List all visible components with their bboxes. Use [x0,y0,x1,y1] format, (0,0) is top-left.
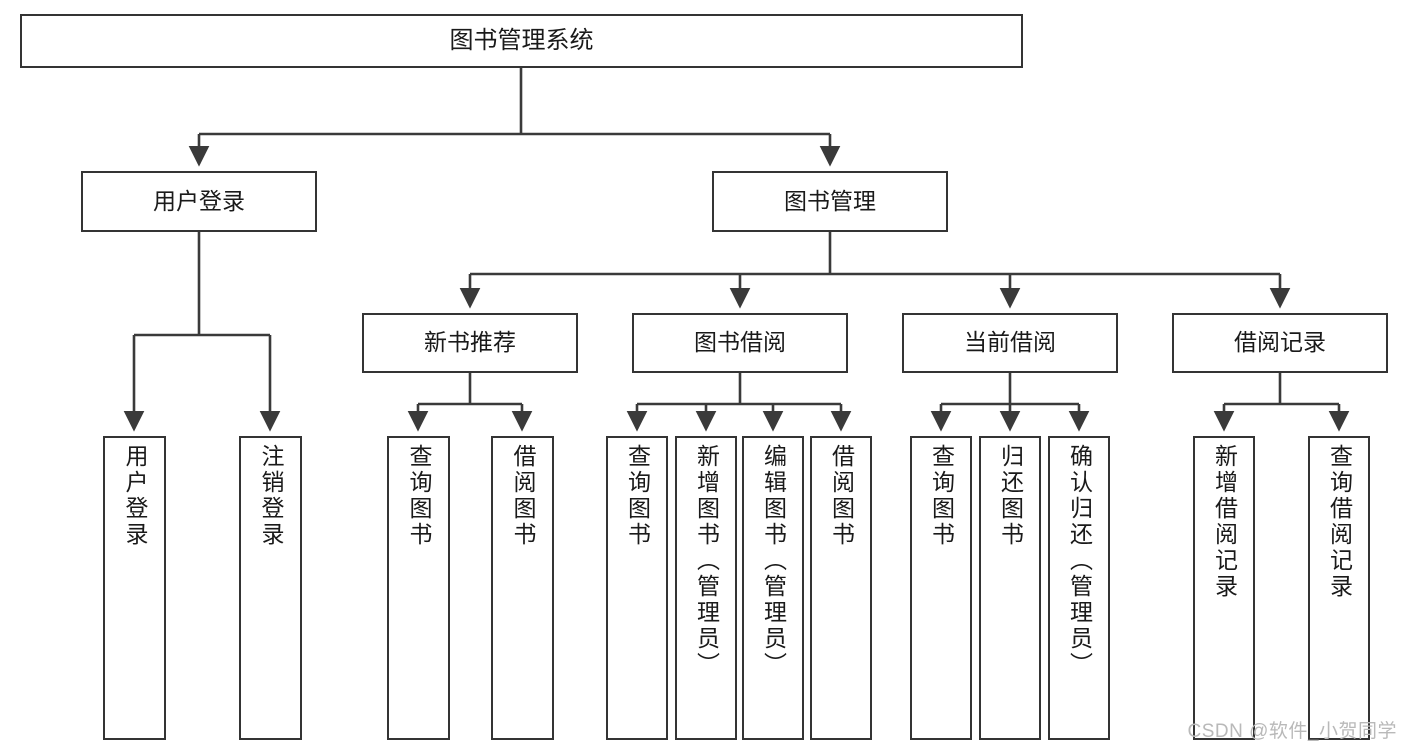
leaf-user-login-login[interactable]: 用户登录 [103,436,166,740]
node-label: 借阅记录 [1234,329,1326,356]
node-label: 新增图书（管理员） [693,444,720,678]
node-label: 查询图书 [928,444,955,548]
node-label: 查询借阅记录 [1326,444,1353,600]
node-label: 查询图书 [624,444,651,548]
node-label: 图书管理系统 [449,26,594,54]
node-borrow-records[interactable]: 借阅记录 [1172,313,1388,373]
node-root-book-management-system[interactable]: 图书管理系统 [20,14,1023,68]
node-current-borrow[interactable]: 当前借阅 [902,313,1118,373]
leaf-book-borrow-query-book[interactable]: 查询图书 [606,436,668,740]
node-label: 图书管理 [784,187,876,214]
leaf-borrow-records-query-record[interactable]: 查询借阅记录 [1308,436,1370,740]
node-book-management[interactable]: 图书管理 [712,171,948,232]
node-label: 确认归还（管理员） [1066,444,1093,678]
node-label: 用户登录 [122,444,148,548]
node-label: 图书借阅 [694,329,786,356]
leaf-book-borrow-add-book-admin[interactable]: 新增图书（管理员） [675,436,737,740]
node-label: 查询图书 [406,444,432,548]
node-user-login[interactable]: 用户登录 [81,171,317,232]
node-book-borrow[interactable]: 图书借阅 [632,313,848,373]
leaf-current-borrow-query-book[interactable]: 查询图书 [910,436,972,740]
leaf-current-borrow-return-book[interactable]: 归还图书 [979,436,1041,740]
node-label: 用户登录 [153,187,245,214]
leaf-user-login-logout[interactable]: 注销登录 [239,436,302,740]
leaf-borrow-records-add-record[interactable]: 新增借阅记录 [1193,436,1255,740]
node-label: 编辑图书（管理员） [760,444,787,678]
node-label: 当前借阅 [964,329,1056,356]
leaf-new-book-query-book[interactable]: 查询图书 [387,436,450,740]
node-label: 新增借阅记录 [1211,444,1238,600]
node-label: 借阅图书 [828,444,855,548]
node-label: 归还图书 [997,444,1024,548]
node-label: 新书推荐 [424,329,516,356]
leaf-book-borrow-borrow-book[interactable]: 借阅图书 [810,436,872,740]
leaf-new-book-borrow-book[interactable]: 借阅图书 [491,436,554,740]
csdn-watermark: CSDN @软件_小贺同学 [1187,721,1397,742]
node-label: 注销登录 [258,444,284,548]
node-label: 借阅图书 [510,444,536,548]
node-new-book-recommend[interactable]: 新书推荐 [362,313,578,373]
leaf-book-borrow-edit-book-admin[interactable]: 编辑图书（管理员） [742,436,804,740]
leaf-current-borrow-confirm-return-admin[interactable]: 确认归还（管理员） [1048,436,1110,740]
